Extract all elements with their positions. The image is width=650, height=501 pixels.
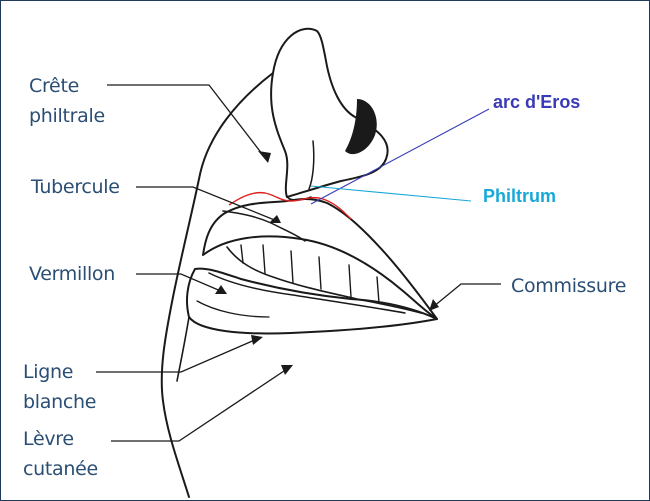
leader-levre-cutanee (111, 368, 288, 442)
leader-arc-eros (310, 108, 490, 205)
upper-lip-outline (202, 198, 438, 320)
nostril-inner-line (308, 140, 315, 190)
eros-outline-highlight (228, 191, 352, 220)
lower-lip-inner (208, 272, 406, 314)
label-levre-cutanee: Lèvre cutanée (23, 424, 98, 484)
label-philtrum: Philtrum (483, 186, 557, 206)
label-ligne-line-2: blanche (23, 391, 97, 413)
lower-lip-outline (186, 267, 438, 335)
label-crete-philtrale: Crête philtrale (29, 71, 105, 131)
label-ligne-blanche: Ligne blanche (23, 357, 96, 417)
leader-arrowheads (215, 151, 439, 375)
lower-lip-crease (196, 300, 270, 318)
leader-vermillon (136, 273, 224, 293)
tooth-dividers (240, 244, 380, 304)
leader-commissure (432, 283, 501, 308)
nostril-shape (345, 99, 377, 155)
face-profile (160, 72, 274, 498)
label-levre-line-2: cutanée (23, 458, 98, 480)
chin-line (176, 316, 190, 382)
label-commissure: Commissure (511, 275, 627, 297)
label-crete-line-2: philtrale (29, 105, 105, 127)
upper-teeth (226, 246, 422, 314)
label-vermillon: Vermillon (29, 263, 116, 285)
leader-philtrum (310, 185, 472, 202)
leader-crete-philtrale (107, 84, 267, 160)
label-arc-eros: arc d'Eros (493, 92, 581, 112)
leader-tubercule (136, 186, 278, 222)
label-crete-line-1: Crête (29, 75, 79, 97)
label-tubercule: Tubercule (31, 176, 120, 198)
leader-ligne-blanche (96, 338, 258, 373)
nose-outline (270, 27, 389, 198)
label-levre-line-1: Lèvre (23, 428, 74, 450)
label-ligne-line-1: Ligne (23, 361, 74, 383)
